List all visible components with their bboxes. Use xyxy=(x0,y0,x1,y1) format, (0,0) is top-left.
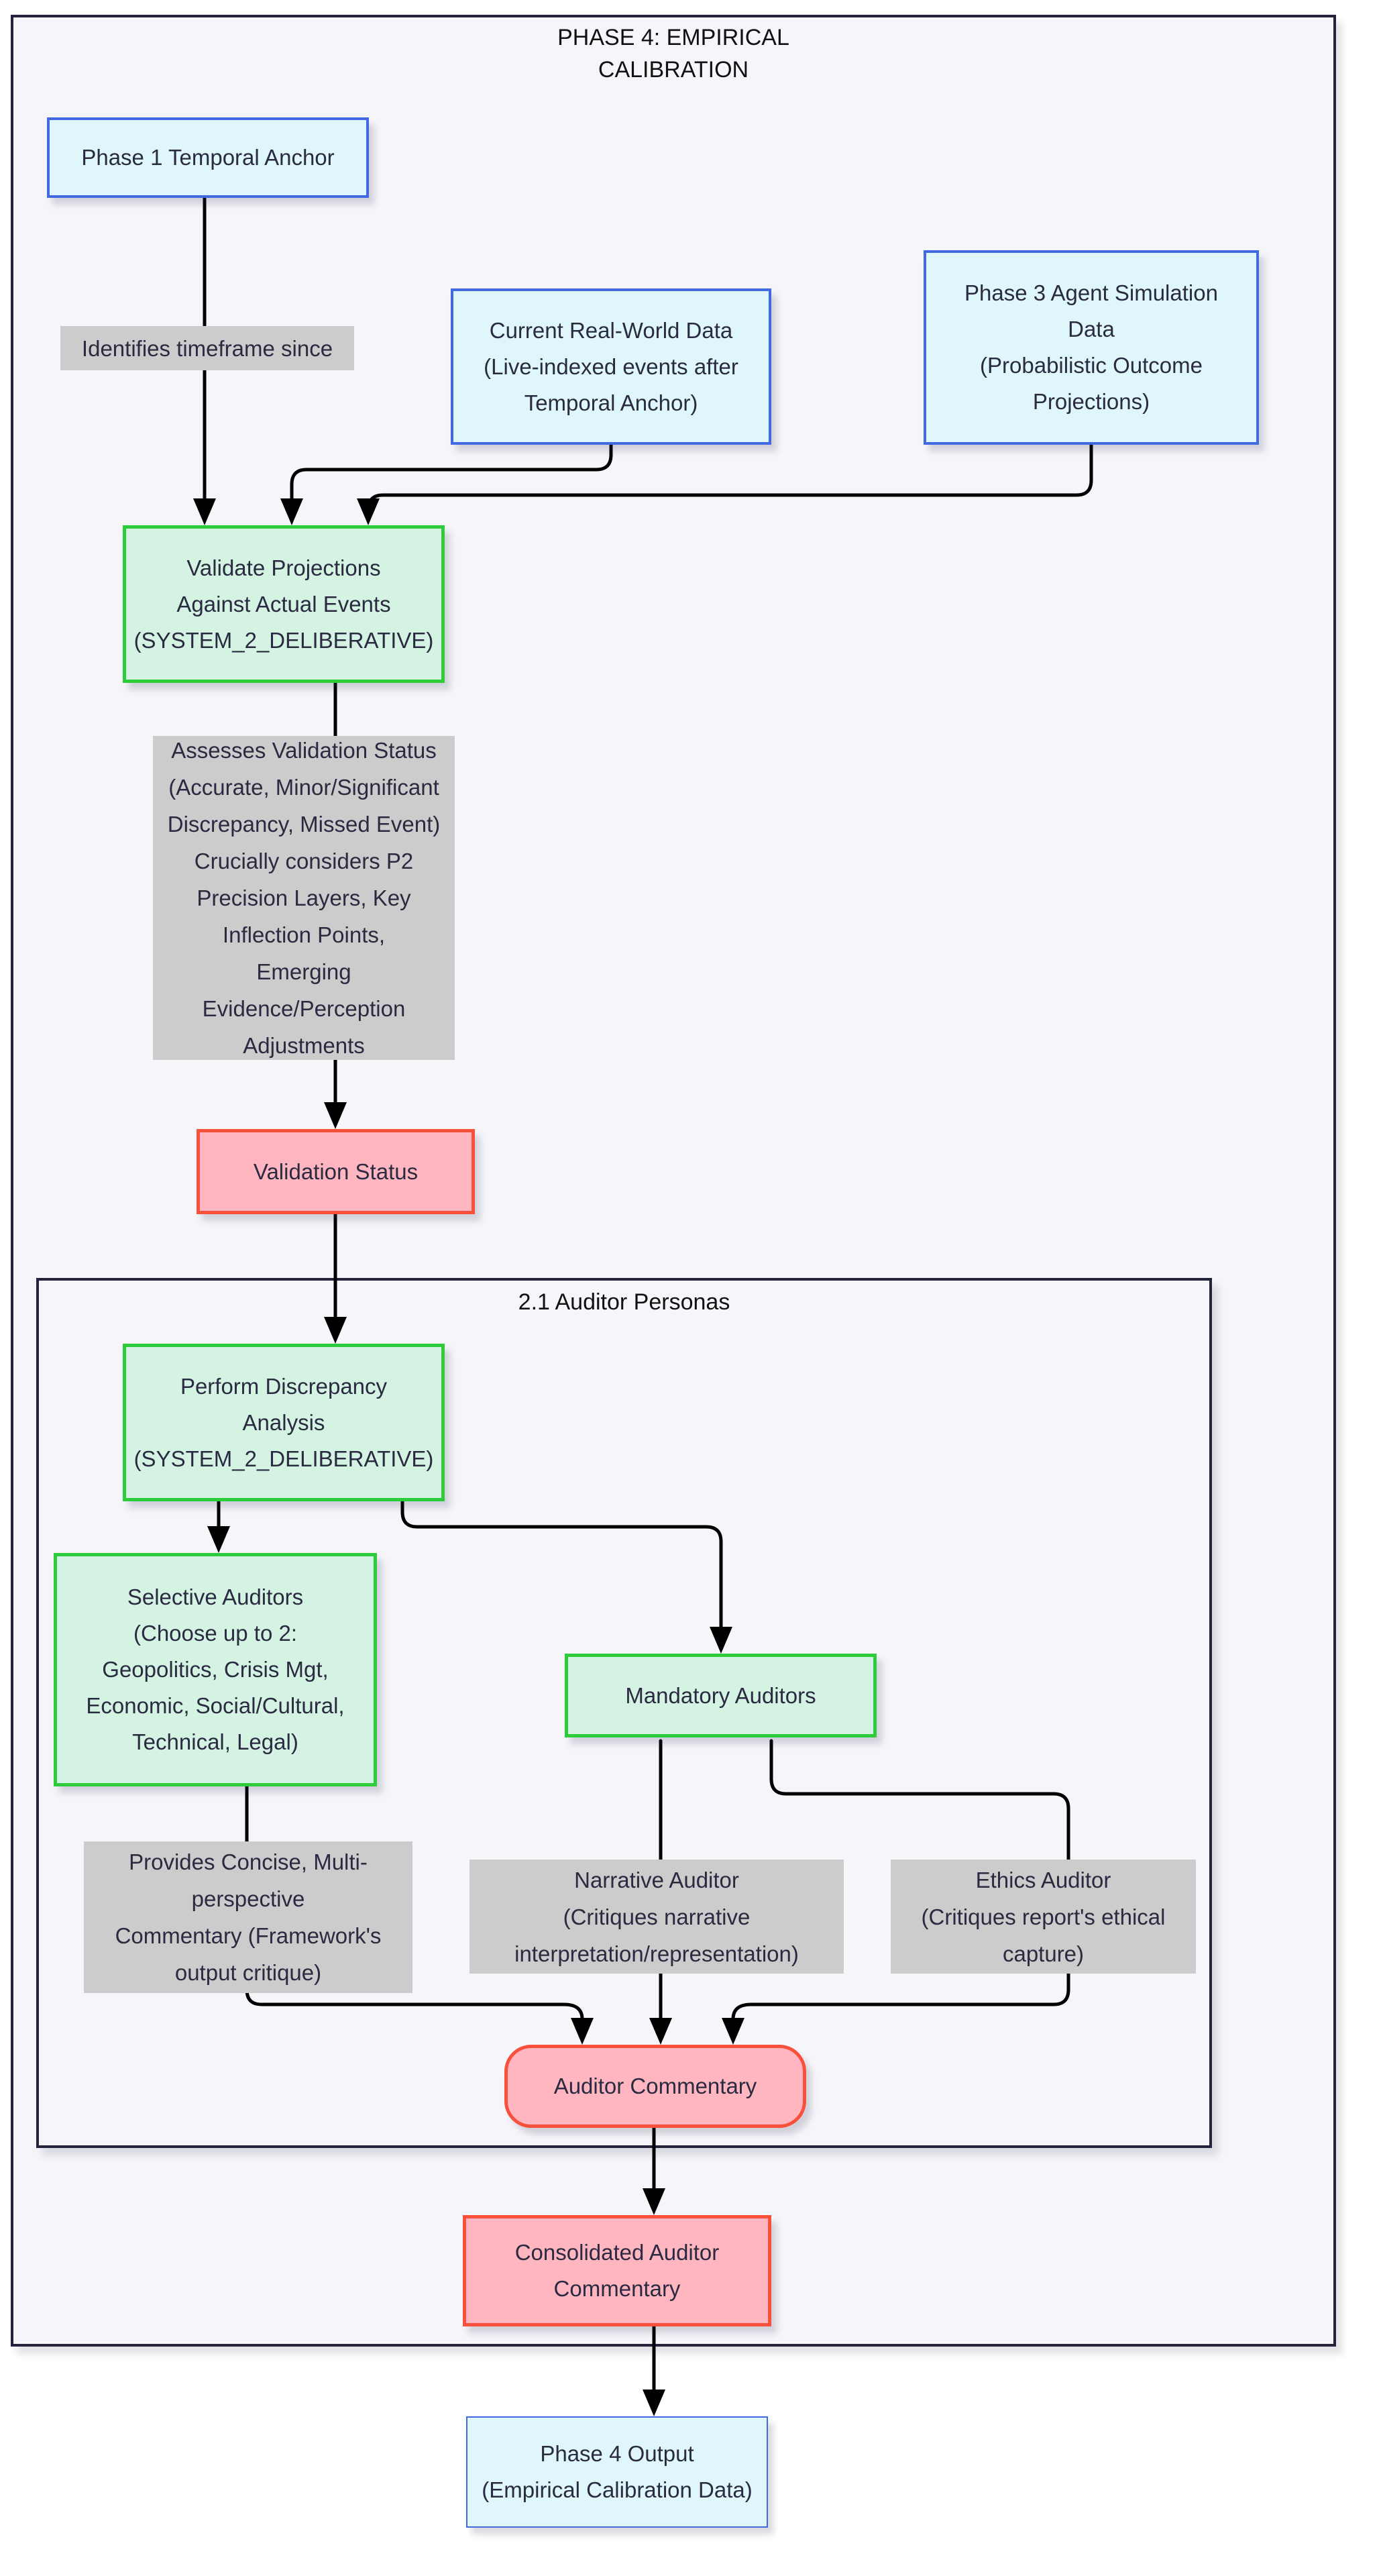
node-validation-status: Validation Status xyxy=(197,1129,475,1214)
arrowhead xyxy=(643,2390,665,2416)
edge-phase3-to-validate xyxy=(366,443,1093,513)
arrowhead xyxy=(571,2018,594,2045)
node-mandatory-auditors: Mandatory Auditors xyxy=(565,1654,877,1737)
arrowhead xyxy=(357,498,380,525)
edge-label-assesses-validation-status: Assesses Validation Status (Accurate, Mi… xyxy=(153,736,455,1060)
edge-currentdata-to-validate xyxy=(290,443,613,502)
node-phase4-output: Phase 4 Output (Empirical Calibration Da… xyxy=(466,2416,768,2528)
arrowhead xyxy=(710,1627,732,1654)
arrowhead xyxy=(324,1317,347,1344)
node-auditor-commentary: Auditor Commentary xyxy=(504,2045,806,2128)
arrowhead xyxy=(207,1526,230,1553)
edge-label-narrative-auditor: Narrative Auditor (Critiques narrative i… xyxy=(469,1860,844,1974)
node-validate-projections: Validate Projections Against Actual Even… xyxy=(123,525,445,683)
arrowhead xyxy=(280,498,303,525)
node-selective-auditors: Selective Auditors (Choose up to 2: Geop… xyxy=(54,1553,377,1786)
node-perform-discrepancy-analysis: Perform Discrepancy Analysis (SYSTEM_2_D… xyxy=(123,1344,445,1501)
auditor-personas-subgraph-title: 2.1 Auditor Personas xyxy=(518,1289,730,1315)
arrowhead xyxy=(643,2188,665,2215)
edge-selective-provides-to-commentary xyxy=(245,1784,584,2023)
edge-label-provides-concise-commentary: Provides Concise, Multi- perspective Com… xyxy=(84,1841,412,1993)
arrowhead xyxy=(649,2018,672,2045)
node-consolidated-auditor-commentary: Consolidated Auditor Commentary xyxy=(463,2215,771,2326)
phase4-container-title: PHASE 4: EMPIRICAL CALIBRATION xyxy=(557,25,789,83)
node-phase1-temporal-anchor: Phase 1 Temporal Anchor xyxy=(47,117,369,198)
arrowhead xyxy=(193,498,216,525)
node-phase3-agent-simulation-data: Phase 3 Agent Simulation Data (Probabili… xyxy=(924,250,1259,445)
node-current-real-world-data: Current Real-World Data (Live-indexed ev… xyxy=(451,288,771,445)
edge-perform-to-mandatory xyxy=(400,1499,723,1630)
arrowhead xyxy=(324,1102,347,1129)
arrowhead xyxy=(722,2018,744,2045)
edge-label-ethics-auditor: Ethics Auditor (Critiques report's ethic… xyxy=(891,1860,1196,1974)
edge-label-identifies-timeframe: Identifies timeframe since xyxy=(60,326,354,370)
